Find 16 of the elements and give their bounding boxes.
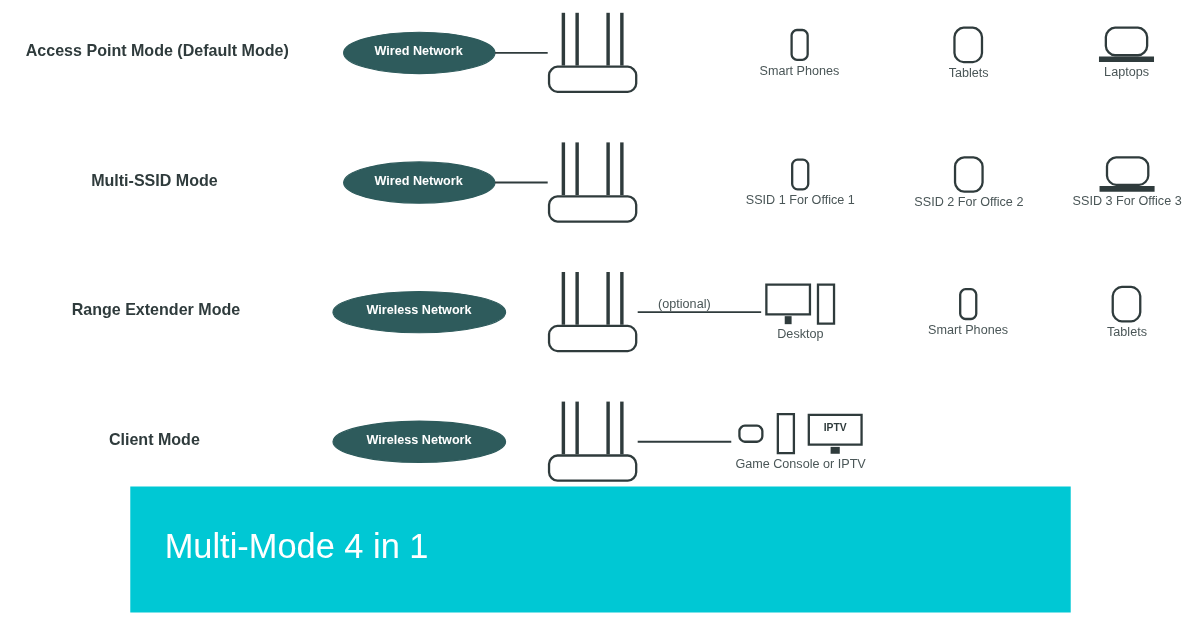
label: Range Extender Mode xyxy=(71,300,240,319)
node-label: Game Console or IPTV xyxy=(734,456,866,471)
label: Access Point Mode (Default Mode) xyxy=(25,41,289,60)
node-label: SSID 2 For Office 2 xyxy=(913,195,1023,210)
diagram-title: Multi-Mode 4 in 1 xyxy=(164,527,428,566)
node-label: Smart Phones xyxy=(758,63,839,78)
node-label: Laptops xyxy=(1103,64,1149,79)
node-label: Smart Phones xyxy=(927,322,1008,337)
label: Multi-SSID Mode xyxy=(90,170,218,189)
edge-label: (optional) xyxy=(657,297,711,312)
node-label: Desktop xyxy=(776,327,824,342)
node-label: SSID 1 For Office 1 xyxy=(745,193,855,208)
node-label: Tablets xyxy=(1106,324,1147,339)
label: Client Mode xyxy=(108,429,200,448)
node-label: Tablets xyxy=(948,65,989,80)
node-label: SSID 3 For Office 3 xyxy=(1072,194,1182,209)
